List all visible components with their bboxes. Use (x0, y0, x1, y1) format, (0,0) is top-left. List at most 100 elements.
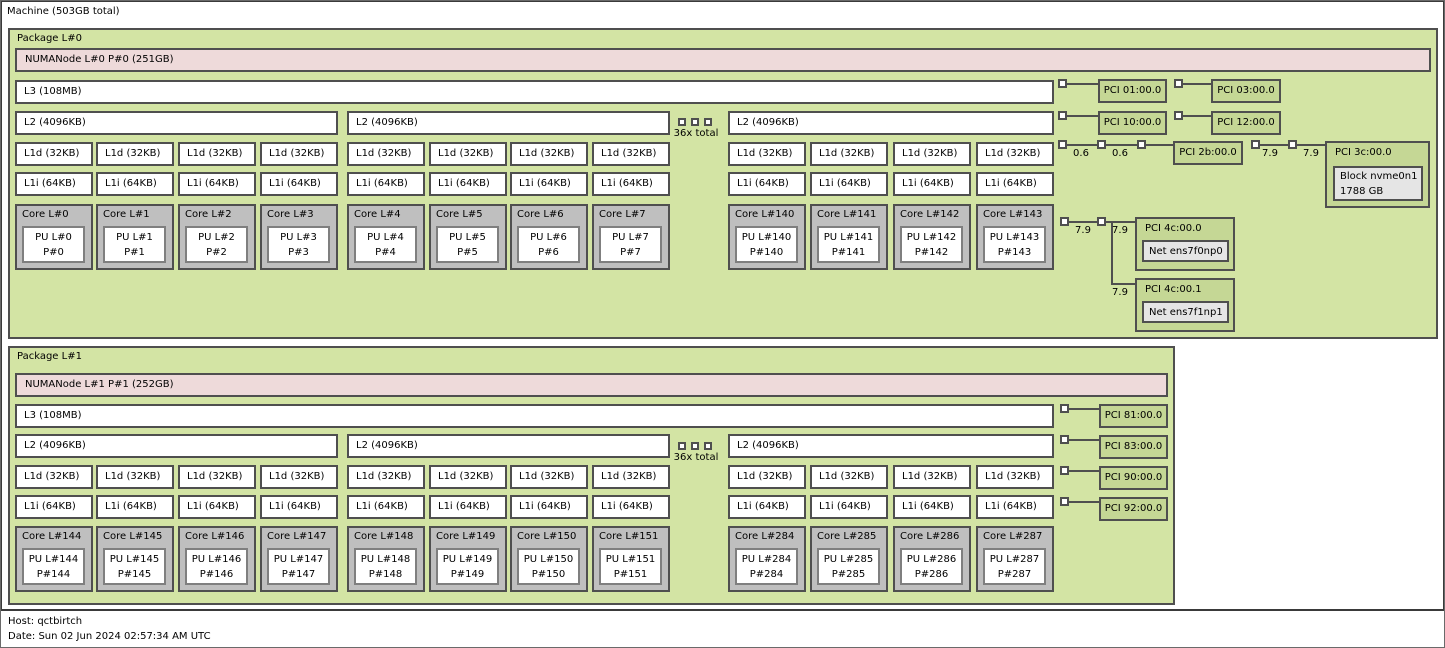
link-speed-label: 0.6 (1073, 148, 1089, 159)
l1i-cache: L1i (64KB) (178, 495, 256, 519)
pu-logical-label: PU L#4 (367, 232, 404, 243)
pu-logical-label: PU L#284 (741, 554, 792, 565)
l1d-cache: L1d (32KB) (15, 465, 93, 489)
pu-physical-label: P#145 (117, 569, 152, 580)
l3-cache-1: L3 (108MB) (15, 404, 1054, 428)
pu-physical-label: P#287 (997, 569, 1032, 580)
pu-logical-label: PU L#142 (906, 232, 957, 243)
ellipsis-square (678, 442, 686, 450)
core-label: Core L#0 (22, 209, 69, 220)
link-speed-label: 0.6 (1112, 148, 1128, 159)
pci-link-line (1067, 115, 1098, 117)
l1d-cache: L1d (32KB) (260, 465, 338, 489)
pu-logical-label: PU L#1 (116, 232, 153, 243)
block-device-size: 1788 GB (1340, 186, 1384, 197)
l1d-cache: L1d (32KB) (810, 465, 888, 489)
core-label: Core L#7 (599, 209, 646, 220)
pci-device-90: PCI 90:00.0 (1099, 466, 1168, 490)
numanode-0: NUMANode L#0 P#0 (251GB) (15, 48, 1431, 72)
pu-logical-label: PU L#140 (741, 232, 792, 243)
numanode-1: NUMANode L#1 P#1 (252GB) (15, 373, 1168, 397)
pu-physical-label: P#150 (531, 569, 566, 580)
pci-bridge-square (1137, 140, 1146, 149)
pci-bridge-square (1060, 435, 1069, 444)
date-label: Date: Sun 02 Jun 2024 02:57:34 AM UTC (8, 631, 211, 642)
pci-link-line (1069, 439, 1099, 441)
pci-bridge-square (1251, 140, 1260, 149)
l1d-cache: L1d (32KB) (810, 142, 888, 166)
l1i-cache: L1i (64KB) (893, 172, 971, 196)
ellipsis-square (704, 118, 712, 126)
pu-logical-label: PU L#0 (35, 232, 72, 243)
core-label: Core L#286 (900, 531, 960, 542)
core-label: Core L#141 (817, 209, 877, 220)
ellipsis-square (691, 118, 699, 126)
pci-bridge-square (1174, 111, 1183, 120)
package-1-label: Package L#1 (17, 351, 82, 362)
l1d-cache: L1d (32KB) (260, 142, 338, 166)
pci-device-2b: PCI 2b:00.0 (1173, 141, 1243, 165)
l1i-cache: L1i (64KB) (347, 495, 425, 519)
pci-bridge-square (1058, 140, 1067, 149)
pu-physical-label: P#286 (914, 569, 949, 580)
l1d-cache: L1d (32KB) (893, 142, 971, 166)
l3-cache-0: L3 (108MB) (15, 80, 1054, 104)
ellipsis-square (704, 442, 712, 450)
pu-logical-label: PU L#2 (198, 232, 235, 243)
l1d-cache: L1d (32KB) (893, 465, 971, 489)
pci-bridge-square (1174, 79, 1183, 88)
core-label: Core L#146 (185, 531, 245, 542)
pu-logical-label: PU L#287 (989, 554, 1040, 565)
pci-device-81: PCI 81:00.0 (1099, 404, 1168, 428)
l1d-cache: L1d (32KB) (178, 142, 256, 166)
package-0-label: Package L#0 (17, 33, 82, 44)
pu-physical-label: P#149 (450, 569, 485, 580)
pu-logical-label: PU L#5 (449, 232, 486, 243)
pci-link-line (1069, 470, 1099, 472)
pu-physical-label: P#284 (749, 569, 784, 580)
l1i-cache: L1i (64KB) (429, 172, 507, 196)
pu-physical-label: P#2 (206, 247, 227, 258)
pu-physical-label: P#5 (457, 247, 478, 258)
core-label: Core L#149 (436, 531, 496, 542)
net-device-ens7f1np1: Net ens7f1np1 (1142, 301, 1229, 323)
pu-logical-label: PU L#3 (280, 232, 317, 243)
l1d-cache: L1d (32KB) (347, 465, 425, 489)
ellipsis-label: 36x total (673, 452, 719, 463)
l1d-cache: L1d (32KB) (728, 465, 806, 489)
l1i-cache: L1i (64KB) (260, 495, 338, 519)
core-label: Core L#2 (185, 209, 232, 220)
l1i-cache: L1i (64KB) (429, 495, 507, 519)
pu-logical-label: PU L#286 (906, 554, 957, 565)
pu-physical-label: P#6 (538, 247, 559, 258)
pu-logical-label: PU L#147 (273, 554, 324, 565)
core-label: Core L#285 (817, 531, 877, 542)
l1i-cache: L1i (64KB) (96, 495, 174, 519)
pci-link-line (1260, 144, 1288, 146)
block-device-name: Block nvme0n1 (1340, 171, 1418, 182)
machine-label: Machine (503GB total) (7, 6, 120, 17)
pci-bridge-square (1097, 217, 1106, 226)
core-label: Core L#148 (354, 531, 414, 542)
pci-device-4c0-label: PCI 4c:00.0 (1145, 223, 1202, 234)
l1i-cache: L1i (64KB) (810, 495, 888, 519)
core-label: Core L#143 (983, 209, 1043, 220)
l1d-cache: L1d (32KB) (592, 142, 670, 166)
core-label: Core L#284 (735, 531, 795, 542)
pci-link-line (1067, 83, 1098, 85)
pu-logical-label: PU L#148 (360, 554, 411, 565)
pci-device-10: PCI 10:00.0 (1098, 111, 1167, 135)
pu-physical-label: P#143 (997, 247, 1032, 258)
pu-physical-label: P#7 (620, 247, 641, 258)
